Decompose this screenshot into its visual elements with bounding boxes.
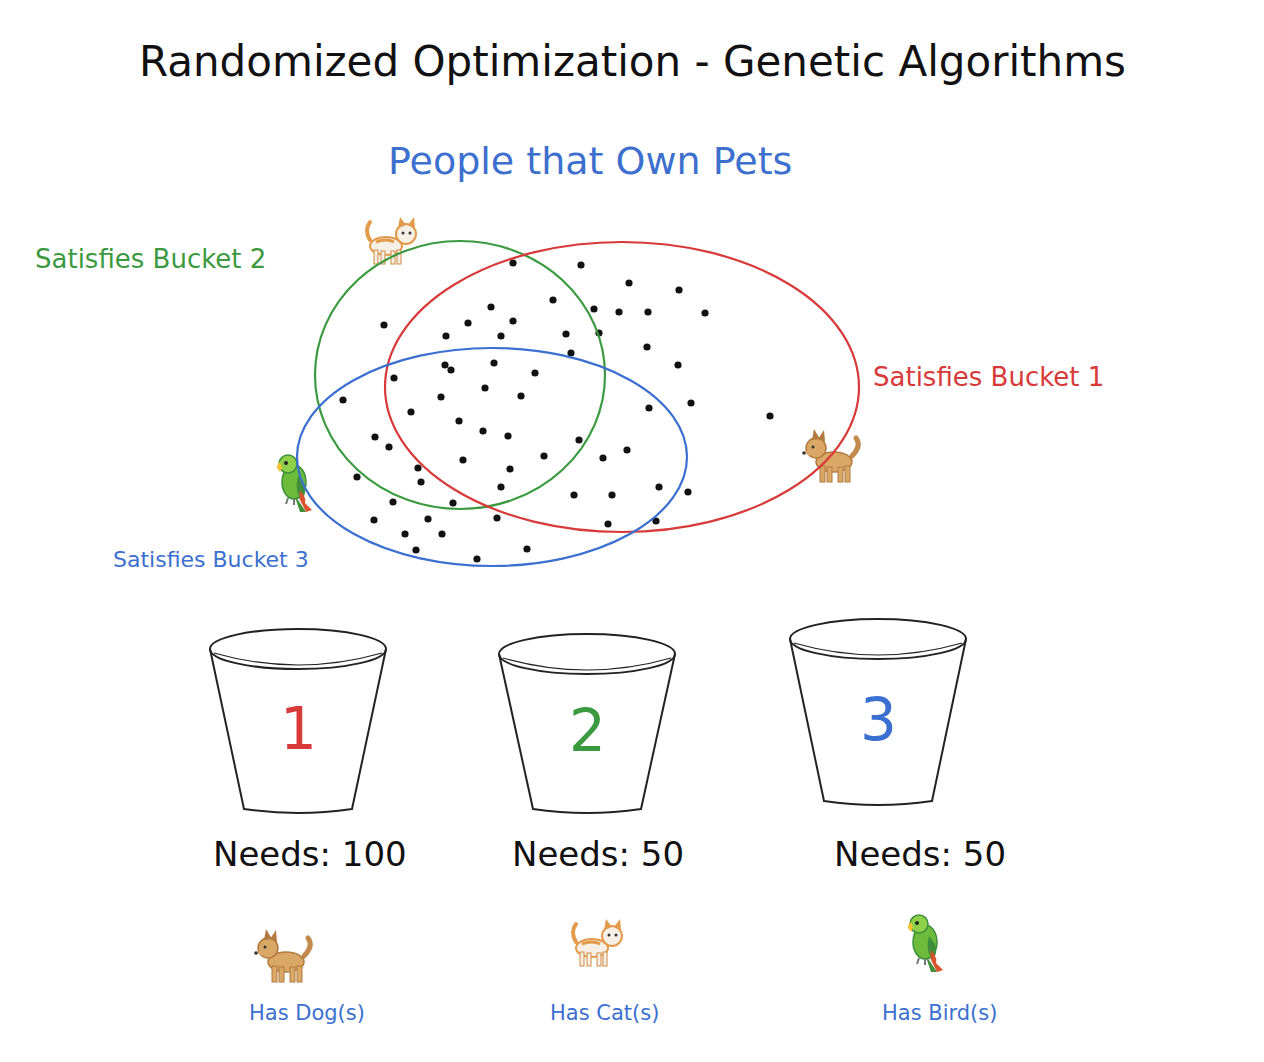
person-dot [437,393,444,400]
subtitle: People that Own Pets [388,140,792,184]
bucket: 1Needs: 100Has Dog(s) [208,625,388,815]
person-dot [459,456,466,463]
person-dot [575,436,582,443]
bucket: 3Needs: 50Has Bird(s) [788,615,968,807]
person-dot [497,332,504,339]
person-dot [567,349,574,356]
person-dot [424,515,431,522]
person-dot [684,488,691,495]
bucket-number: 1 [280,696,317,763]
person-dot [441,361,448,368]
person-dot [599,454,606,461]
bucket-need: Needs: 100 [213,835,407,874]
person-dot [509,259,516,266]
ellipse-outline [384,241,860,533]
person-dot [577,261,584,268]
person-dot [766,412,773,419]
person-dot [604,520,611,527]
bucket-number: 2 [569,698,606,765]
person-dot [401,530,408,537]
person-dot [504,432,511,439]
set-label: Satisfies Bucket 1 [873,363,1104,393]
person-dot [455,417,462,424]
bucket-criterion: Has Bird(s) [882,1001,997,1025]
person-dot [674,361,681,368]
set-ellipse: Satisfies Bucket 3 [296,347,688,567]
person-dot [615,308,622,315]
person-dot [390,374,397,381]
person-dot [608,491,615,498]
person-dot [417,478,424,485]
person-dot [509,317,516,324]
bucket-number: 3 [860,687,897,754]
person-dot [414,464,421,471]
person-dot [481,384,488,391]
person-dot [531,369,538,376]
person-dot [655,483,662,490]
person-dot [389,498,396,505]
person-dot [490,359,497,366]
bucket-criterion: Has Cat(s) [550,1001,659,1025]
person-dot [570,491,577,498]
person-dot [701,309,708,316]
person-dot [487,303,494,310]
person-dot [442,332,449,339]
person-dot [562,330,569,337]
person-dot [540,452,547,459]
bucket: 2Needs: 50Has Cat(s) [497,630,677,815]
person-dot [473,555,480,562]
person-dot [449,499,456,506]
person-dot [464,319,471,326]
person-dot [353,473,360,480]
person-dot [506,465,513,472]
diagram-title: Randomized Optimization - Genetic Algori… [139,38,1126,86]
person-dot [643,343,650,350]
person-dot [623,446,630,453]
person-dot [625,279,632,286]
set-label: Satisfies Bucket 3 [113,547,309,572]
person-dot [407,408,414,415]
person-dot [493,514,500,521]
person-dot [517,392,524,399]
person-dot [675,286,682,293]
person-dot [385,443,392,450]
person-dot [523,545,530,552]
person-dot [447,366,454,373]
person-dot [339,396,346,403]
set-label: Satisfies Bucket 2 [35,245,266,275]
person-dot [412,546,419,553]
person-dot [590,305,597,312]
person-dot [645,404,652,411]
person-dot [549,296,556,303]
person-dot [438,530,445,537]
ellipse-outline [296,347,688,567]
bucket-need: Needs: 50 [834,835,1006,874]
person-dot [687,399,694,406]
person-dot [370,516,377,523]
person-dot [644,308,651,315]
person-dot [497,483,504,490]
set-ellipse: Satisfies Bucket 1 [384,241,860,533]
person-dot [371,433,378,440]
bucket-criterion: Has Dog(s) [249,1001,365,1025]
person-dot [479,427,486,434]
bucket-need: Needs: 50 [512,835,684,874]
person-dot [380,321,387,328]
